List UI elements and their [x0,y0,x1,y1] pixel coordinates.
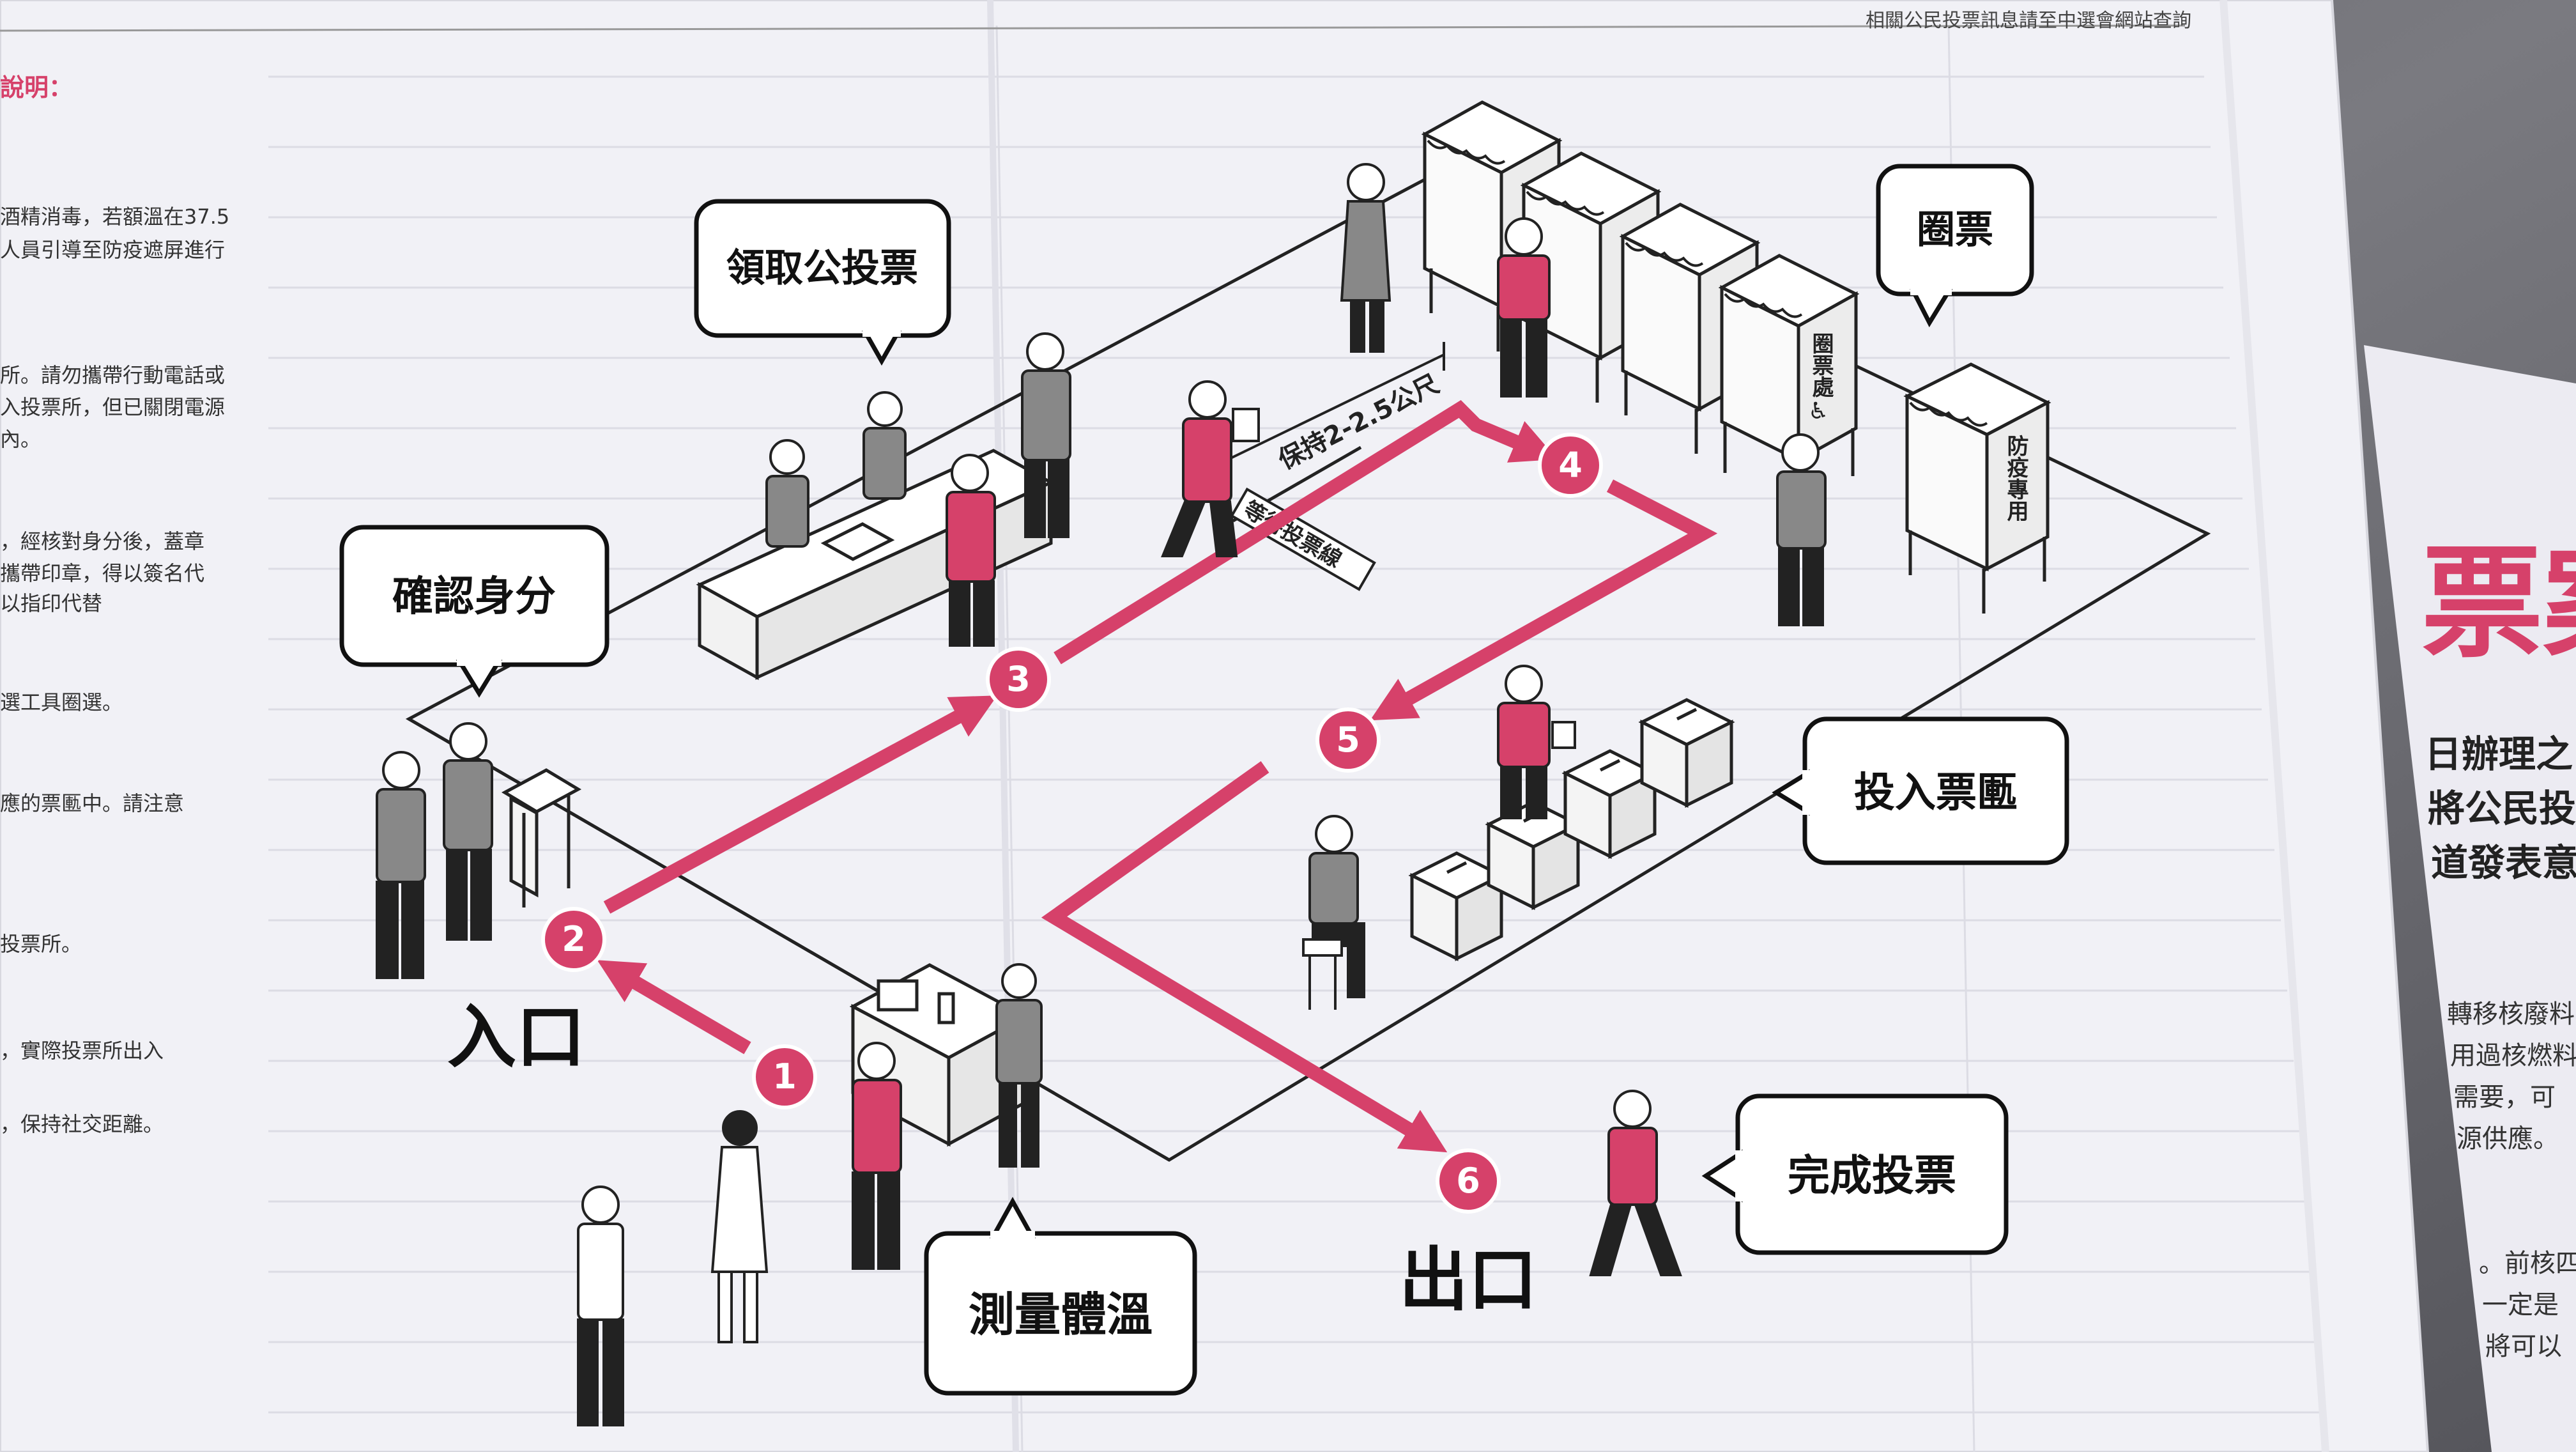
callout-finish-voting-text: 完成投票 [1788,1151,1956,1200]
left-line: ，經核對身分後，蓋章 [0,529,204,553]
exit-label: 出口 [1399,1240,1537,1320]
callout-measure-temp: 測量體溫 [924,1196,1197,1396]
left-line: 內。 [0,427,41,451]
right-sheet-big-text: 票案 [2421,533,2576,674]
step-4-marker: 4 [1538,433,1603,498]
right-sheet-line: 將可以 [2485,1332,2562,1361]
step-3-marker: 3 [986,647,1051,712]
ballot-box [1408,851,1505,962]
people [376,163,1827,1426]
accessible-icon: ♿ [1808,398,1828,424]
callout-confirm-id: 確認身分 [339,525,610,698]
right-sheet-line: 日辦理之 [2425,732,2573,776]
callout-get-ballot-text: 領取公投票 [726,246,918,291]
header-note: 相關公民投票訊息請至中選會網站查詢 [1866,10,2191,32]
callout-get-ballot: 領取公投票 [694,199,951,366]
booth-curtains [1427,139,1988,427]
callout-finish-voting: 完成投票 [1701,1093,2009,1255]
right-sheet-line: 。前核四 [2479,1249,2576,1278]
person-epidemic-queue [1776,433,1827,626]
person-walking-ballot [1161,380,1260,557]
voting-route [597,400,1718,1153]
route-step-3 [1054,400,1558,665]
step-2-marker: 2 [541,907,606,972]
step-markers: 1 2 3 4 5 6 [541,433,1603,1214]
route-step-4 [1370,479,1718,721]
right-sheet-line: 一定是 [2482,1290,2559,1320]
callout-confirm-id-text: 確認身分 [392,573,556,621]
left-line: 入投票所，但已關閉電源 [0,395,225,419]
entrance-label: 入口 [447,998,585,1077]
left-line: 所。請勿攜帶行動電話或 [0,363,225,387]
voting-booth-epidemic [1903,362,2051,614]
right-paper-sheet [2364,345,2576,1452]
right-sheet-line: 需要，可 [2453,1083,2556,1112]
right-sheet-lines-3: 。前核四 一定是 將可以 [2479,1249,2576,1361]
left-line: 攜帶印章，得以簽名代 [0,561,204,585]
left-line: 選工具圈選。 [0,690,123,714]
step-number: 6 [1456,1161,1480,1201]
ballot-boxes [1408,698,1735,962]
step-number: 5 [1336,720,1360,760]
left-line: ，保持社交距離。 [0,1112,164,1136]
step-6-marker: 6 [1436,1148,1501,1214]
paper-fold-right [2220,0,2329,1452]
callout-cast-ballot-text: 投入票匭 [1854,769,2018,817]
voting-booth-sign: 圈票處 [1808,332,1834,398]
person-casting [1497,665,1576,819]
staff-entrance-1 [376,751,426,979]
step-number: 4 [1558,445,1583,485]
right-sheet-line: 源供應。 [2457,1124,2559,1154]
left-heading: 說明： [0,73,73,102]
person-at-counter [946,454,996,647]
person-waiting-booth [1340,163,1392,353]
right-sheet-line: 用過核燃料 [2450,1041,2576,1070]
step-number: 1 [772,1056,797,1097]
voting-booth-label: 圈票處 [1808,332,1834,398]
person-waiting-line-grey [577,1186,624,1426]
right-sheet-lines-2: 轉移核廢料 用過核燃料 需要，可 源供應。 [2447,1000,2576,1154]
callout-mark-ballot-text: 圈票 [1917,208,1993,252]
temperature-counter [849,963,1029,1147]
header-rule [0,24,2186,32]
step-1-marker: 1 [752,1044,817,1109]
epidemic-booth-label: 防疫專用 [2003,435,2028,522]
ballot-box [1485,800,1582,911]
left-line: 以指印代替 [0,591,102,615]
right-sheet-lines: 日辦理之 將公民投 道發表意 [2425,732,2576,884]
left-line: 應的票匭中。請注意 [0,791,184,815]
route-step-2 [603,695,997,914]
step-5-marker: 5 [1315,707,1381,773]
route-step-5 [1041,761,1448,1153]
staff-seated [1302,815,1365,1010]
route-step-1 [597,960,751,1054]
person-waiting-woman [710,1110,769,1343]
staff-counter-3 [1021,332,1071,538]
callout-cast-ballot: 投入票匭 [1772,716,2069,865]
callout-measure-temp-text: 測量體溫 [969,1288,1153,1341]
staff-counter-2 [862,391,907,500]
staff-temperature [995,963,1043,1168]
epidemic-booth-sign: 防疫專用 [2003,435,2028,522]
entrance-podium [501,768,582,908]
right-sheet-line: 將公民投 [2428,787,2576,830]
person-voting [1497,217,1551,398]
ballot-box [1638,698,1735,808]
left-line: 人員引導至防疫遮屏進行 [0,238,225,262]
person-temperature-check [852,1042,902,1270]
staff-entrance-2 [443,722,493,941]
person-exiting [1589,1090,1682,1276]
distance-marker [1226,353,1445,461]
right-sheet-line: 轉移核廢料 [2447,1000,2575,1029]
right-sheet-line: 道發表意 [2431,841,2576,884]
left-line: 酒精消毒，若額溫在37.5 [0,205,229,229]
staff-counter-1 [765,439,809,548]
left-column-text: 酒精消毒，若額溫在37.5 人員引導至防疫遮屏進行 所。請勿攜帶行動電話或 入投… [0,205,229,1136]
step-number: 3 [1006,659,1031,699]
step-number: 2 [562,919,586,959]
left-line: 投票所。 [0,932,82,956]
left-line: ，實際投票所出入 [0,1039,164,1063]
callout-mark-ballot: 圈票 [1876,164,2034,328]
